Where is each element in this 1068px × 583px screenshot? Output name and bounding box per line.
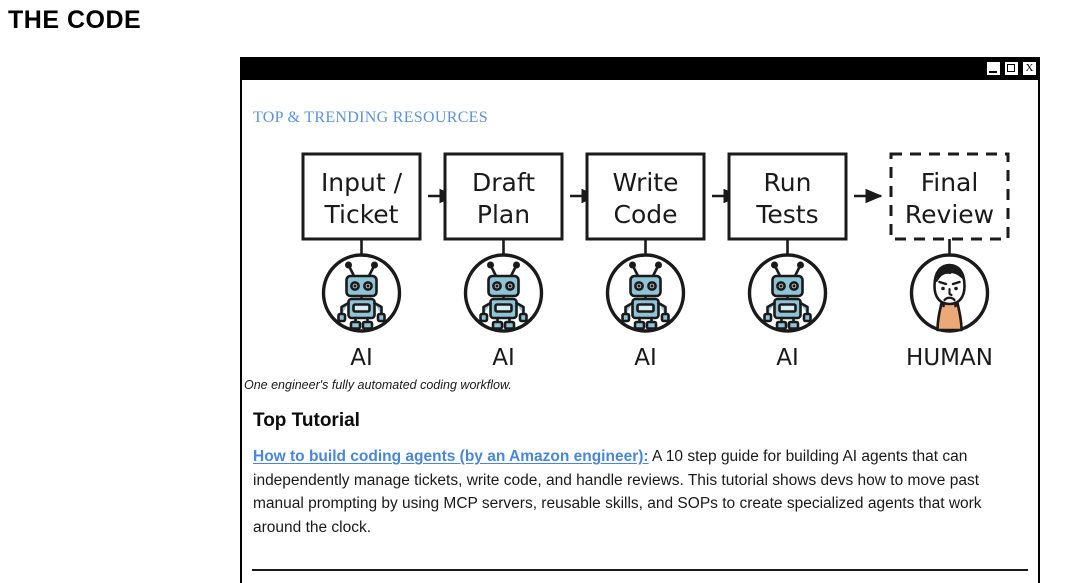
step-1-line1: Input /: [321, 168, 403, 197]
workflow-diagram: Input / Ticket AI Draft Plan AI: [242, 141, 1038, 374]
tutorial-link[interactable]: How to build coding agents (by an Amazon…: [253, 448, 649, 465]
step-2-line1: Draft: [472, 168, 535, 197]
window-titlebar: X: [240, 57, 1040, 80]
app-window: X TOP & TRENDING RESOURCES: [240, 57, 1040, 583]
diagram-step-2: Draft Plan AI: [443, 152, 564, 371]
step-2-line2: Plan: [477, 200, 530, 229]
page-title: THE CODE: [8, 6, 142, 34]
window-content: TOP & TRENDING RESOURCES: [240, 80, 1040, 583]
workflow-diagram-svg: Input / Ticket AI Draft Plan AI: [301, 152, 1010, 371]
diagram-step-1: Input / Ticket AI: [301, 152, 422, 371]
diagram-caption: One engineer's fully automated coding wo…: [244, 378, 512, 392]
section-divider: [252, 569, 1028, 571]
step-4-line2: Tests: [755, 200, 818, 229]
step-5-line1: Final: [921, 168, 979, 197]
minimize-icon[interactable]: [986, 61, 1001, 76]
tutorial-description: A 10 step guide for building AI agents t…: [253, 448, 982, 536]
step-1-actor: AI: [350, 345, 373, 371]
step-5-actor: HUMAN: [906, 345, 993, 371]
diagram-step-4: Run Tests AI: [727, 152, 848, 371]
diagram-step-3: Write Code AI: [585, 152, 706, 371]
section-heading: TOP & TRENDING RESOURCES: [253, 109, 488, 126]
step-3-line2: Code: [613, 200, 677, 229]
tutorial-paragraph: How to build coding agents (by an Amazon…: [242, 432, 1038, 539]
step-5-line2: Review: [905, 200, 994, 229]
close-icon[interactable]: X: [1022, 61, 1037, 76]
step-1-line2: Ticket: [324, 200, 399, 229]
step-2-actor: AI: [492, 345, 515, 371]
step-3-line1: Write: [612, 168, 678, 197]
human-icon: [933, 263, 966, 332]
step-4-actor: AI: [776, 345, 799, 371]
maximize-icon[interactable]: [1004, 61, 1019, 76]
step-3-actor: AI: [634, 345, 657, 371]
tutorial-heading: Top Tutorial: [253, 410, 360, 431]
step-4-line1: Run: [764, 168, 812, 197]
diagram-step-5: Final Review HUMAN: [889, 152, 1010, 371]
